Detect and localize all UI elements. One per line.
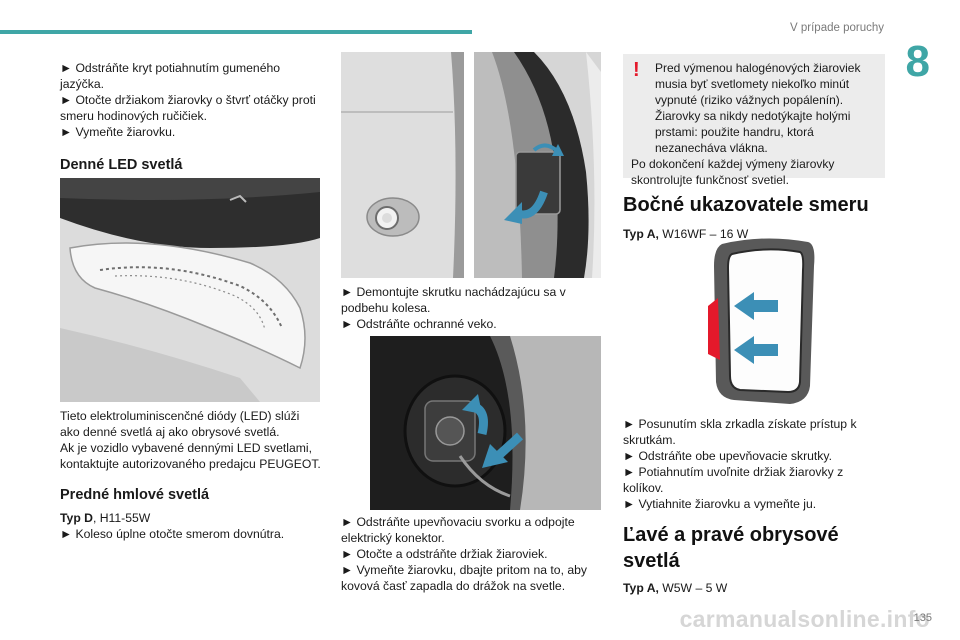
step-pull-bulb: ► Vytiahnite žiarovku a vymeňte ju. <box>623 497 817 511</box>
side-indicator-section: Bočné ukazovatele smeru Typ A, W16WF – 1… <box>623 192 885 242</box>
column-left: ► Odstráňte kryt potiahnutím gumeného ja… <box>60 60 322 174</box>
mirror-figure <box>704 236 816 408</box>
warning-text: Pred výmenou halogénových žiaroviek musi… <box>655 61 861 155</box>
led-text-block: Tieto elektroluminiscenčné diódy (LED) s… <box>60 408 322 542</box>
outline-type-value: W5W – 5 W <box>658 581 728 595</box>
step-release-holder: ► Potiahnutím uvoľnite držiak žiarovky z… <box>623 465 844 495</box>
side-type-value: W16WF – 16 W <box>658 227 749 241</box>
step-remove-clip: ► Odstráňte upevňovaciu svorku a odpojte… <box>341 515 575 545</box>
led-heading: Denné LED svetlá <box>60 157 183 173</box>
step-slide-glass: ► Posunutím skla zrkadla získate prístup… <box>623 417 857 447</box>
warning-check-text: Po dokončení každej výmeny žiarovky skon… <box>631 157 835 187</box>
page-number: 135 <box>913 612 932 624</box>
side-indicator-heading: Bočné ukazovatele smeru <box>623 194 869 216</box>
led-description: Tieto elektroluminiscenčné diódy (LED) s… <box>60 409 300 439</box>
outline-lights-heading: Ľavé a pravé obrysové svetlá <box>623 524 839 572</box>
step-remove-cap: ► Odstráňte ochranné veko. <box>341 317 497 331</box>
warning-box: ! Pred výmenou halogénových žiaroviek mu… <box>623 54 885 187</box>
fog-type-value: , H11-55W <box>92 511 151 525</box>
header-rule <box>0 30 472 34</box>
step-remove-cover: ► Odstráňte kryt potiahnutím gumeného ja… <box>60 61 281 91</box>
warning-icon: ! <box>633 59 640 81</box>
step-remove-holder: ► Otočte a odstráňte držiak žiaroviek. <box>341 547 548 561</box>
step-rotate-holder: ► Otočte držiakom žiarovky o štvrť otáčk… <box>60 93 316 123</box>
fog-heading: Predné hmlové svetlá <box>60 487 210 503</box>
fog-type-label: Typ D <box>60 511 93 525</box>
watermark: carmanualsonline.info <box>679 606 930 632</box>
fog-lamp-bumper-figure <box>341 52 464 278</box>
side-indicator-type: Typ A, W16WF – 16 W <box>623 226 885 242</box>
led-dealer-note: Ak je vozidlo vybavené dennými LED svetl… <box>60 441 321 471</box>
led-headlight-figure <box>60 178 320 402</box>
side-steps-block: ► Posunutím skla zrkadla získate prístup… <box>623 416 885 596</box>
step-remove-screws: ► Odstráňte obe upevňovacie skrutky. <box>623 449 832 463</box>
side-type-label: Typ A, <box>623 227 659 241</box>
step-replace-bulb-metal: ► Vymeňte žiarovku, dbajte pritom na to,… <box>341 563 587 593</box>
fog-type: Typ D, H11-55W <box>60 510 322 526</box>
step-replace-bulb: ► Vymeňte žiarovku. <box>60 125 176 139</box>
fog-step-wheel: ► Koleso úplne otočte smerom dovnútra. <box>60 527 285 541</box>
step-remove-screw: ► Demontujte skrutku nachádzajúcu sa v p… <box>341 285 566 315</box>
outline-lights-type: Typ A, W5W – 5 W <box>623 580 885 596</box>
outline-type-label: Typ A, <box>623 581 659 595</box>
column-middle-bottom: ► Odstráňte upevňovaciu svorku a odpojte… <box>341 514 603 594</box>
column-middle-top: ► Demontujte skrutku nachádzajúcu sa v p… <box>341 284 603 332</box>
fog-lamp-connector-figure <box>370 336 601 510</box>
section-title: V prípade poruchy <box>790 22 884 34</box>
wheel-arch-figure <box>474 52 601 278</box>
chapter-number: 8 <box>905 37 930 86</box>
